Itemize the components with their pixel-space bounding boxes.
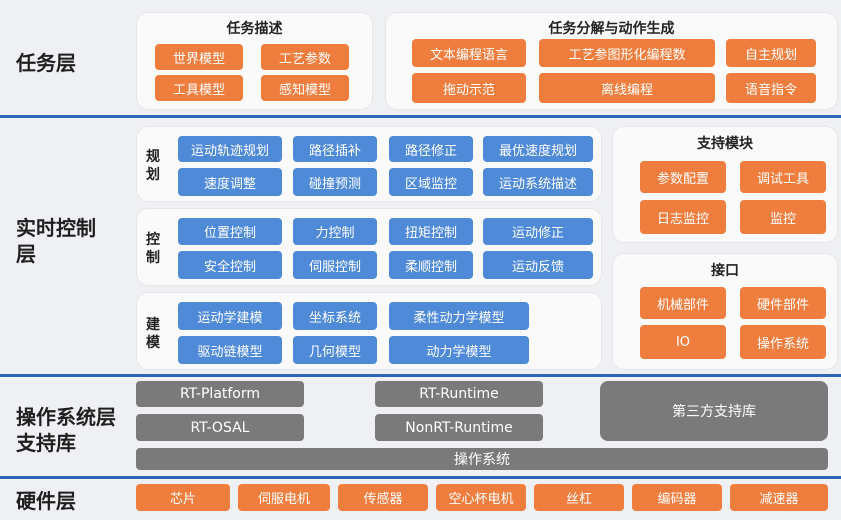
planning-item: 最优速度规划 (483, 136, 593, 162)
task-desc-item: 世界模型 (155, 44, 243, 70)
interface-item: IO (640, 325, 726, 359)
planning-item: 运动系统描述 (483, 168, 593, 196)
hardware-item: 芯片 (136, 484, 230, 511)
layer-label-task: 任务层 (16, 51, 76, 75)
task-desc-item: 感知模型 (261, 75, 349, 101)
os-lib-box: RT-Runtime (375, 381, 543, 407)
modeling-item: 坐标系统 (293, 302, 377, 330)
support-modules-panel: 支持模块 参数配置 调试工具 日志监控 监控 (612, 126, 838, 243)
hardware-item: 空心杯电机 (436, 484, 526, 511)
divider-line (0, 115, 841, 118)
third-party-lib-box: 第三方支持库 (600, 381, 828, 441)
modeling-panel: 建模 运动学建模 坐标系统 柔性动力学模型 驱动链模型 几何模型 动力学模型 (136, 292, 602, 370)
task-decomp-item: 离线编程 (539, 73, 715, 103)
task-desc-item: 工艺参数 (261, 44, 349, 70)
hardware-item: 丝杠 (534, 484, 624, 511)
divider-line (0, 374, 841, 377)
layer-label-os: 操作系统层支持库 (16, 405, 116, 455)
task-decomp-item: 拖动示范 (412, 73, 526, 103)
planning-item: 运动轨迹规划 (178, 136, 282, 162)
modeling-label: 建模 (146, 317, 160, 351)
layer-label-hardware: 硬件层 (16, 489, 76, 513)
hardware-item: 传感器 (338, 484, 428, 511)
task-decomp-item: 语音指令 (726, 73, 816, 103)
control-item: 运动反馈 (483, 251, 593, 279)
control-item: 位置控制 (178, 218, 282, 245)
control-item: 伺服控制 (293, 251, 377, 279)
control-label: 控制 (146, 232, 160, 266)
planning-item: 区域监控 (389, 168, 473, 196)
planning-label: 规划 (146, 149, 160, 183)
planning-item: 路径插补 (293, 136, 377, 162)
panel-title: 支持模块 (697, 136, 753, 152)
modeling-item: 运动学建模 (178, 302, 282, 330)
hardware-item: 编码器 (632, 484, 722, 511)
control-item: 柔顺控制 (389, 251, 473, 279)
interface-item: 操作系统 (740, 325, 826, 359)
interface-panel: 接口 机械部件 硬件部件 IO 操作系统 (612, 253, 838, 370)
task-description-panel: 任务描述 世界模型 工艺参数 工具模型 感知模型 (136, 12, 373, 110)
support-item: 参数配置 (640, 161, 726, 193)
planning-item: 碰撞预测 (293, 168, 377, 196)
control-item: 力控制 (293, 218, 377, 245)
control-item: 扭矩控制 (389, 218, 473, 245)
modeling-item: 柔性动力学模型 (389, 302, 529, 330)
task-decomp-item: 文本编程语言 (412, 39, 526, 67)
support-item: 监控 (740, 200, 826, 234)
support-item: 调试工具 (740, 161, 826, 193)
layer-label-realtime: 实时控制层 (16, 216, 96, 266)
modeling-item: 驱动链模型 (178, 336, 282, 364)
os-lib-box: RT-OSAL (136, 414, 304, 441)
modeling-item: 几何模型 (293, 336, 377, 364)
task-decomposition-panel: 任务分解与动作生成 文本编程语言 工艺参图形化编程数 自主规划 拖动示范 离线编… (385, 12, 838, 110)
interface-item: 硬件部件 (740, 287, 826, 319)
modeling-item: 动力学模型 (389, 336, 529, 364)
hardware-item: 伺服电机 (238, 484, 330, 511)
os-lib-box: RT-Platform (136, 381, 304, 407)
support-item: 日志监控 (640, 200, 726, 234)
panel-title: 任务分解与动作生成 (548, 21, 675, 37)
os-lib-box: NonRT-Runtime (375, 414, 543, 441)
planning-panel: 规划 运动轨迹规划 路径插补 路径修正 最优速度规划 速度调整 碰撞预测 区域监… (136, 126, 602, 202)
control-item: 运动修正 (483, 218, 593, 245)
panel-title: 任务描述 (226, 21, 283, 37)
task-decomp-item: 工艺参图形化编程数 (539, 39, 715, 67)
control-panel: 控制 位置控制 力控制 扭矩控制 运动修正 安全控制 伺服控制 柔顺控制 运动反… (136, 208, 602, 286)
panel-title: 接口 (711, 263, 739, 279)
divider-line (0, 476, 841, 479)
planning-item: 路径修正 (389, 136, 473, 162)
planning-item: 速度调整 (178, 168, 282, 196)
hardware-item: 减速器 (730, 484, 828, 511)
task-desc-item: 工具模型 (155, 75, 243, 101)
os-box: 操作系统 (136, 448, 828, 470)
task-decomp-item: 自主规划 (726, 39, 816, 67)
interface-item: 机械部件 (640, 287, 726, 319)
control-item: 安全控制 (178, 251, 282, 279)
